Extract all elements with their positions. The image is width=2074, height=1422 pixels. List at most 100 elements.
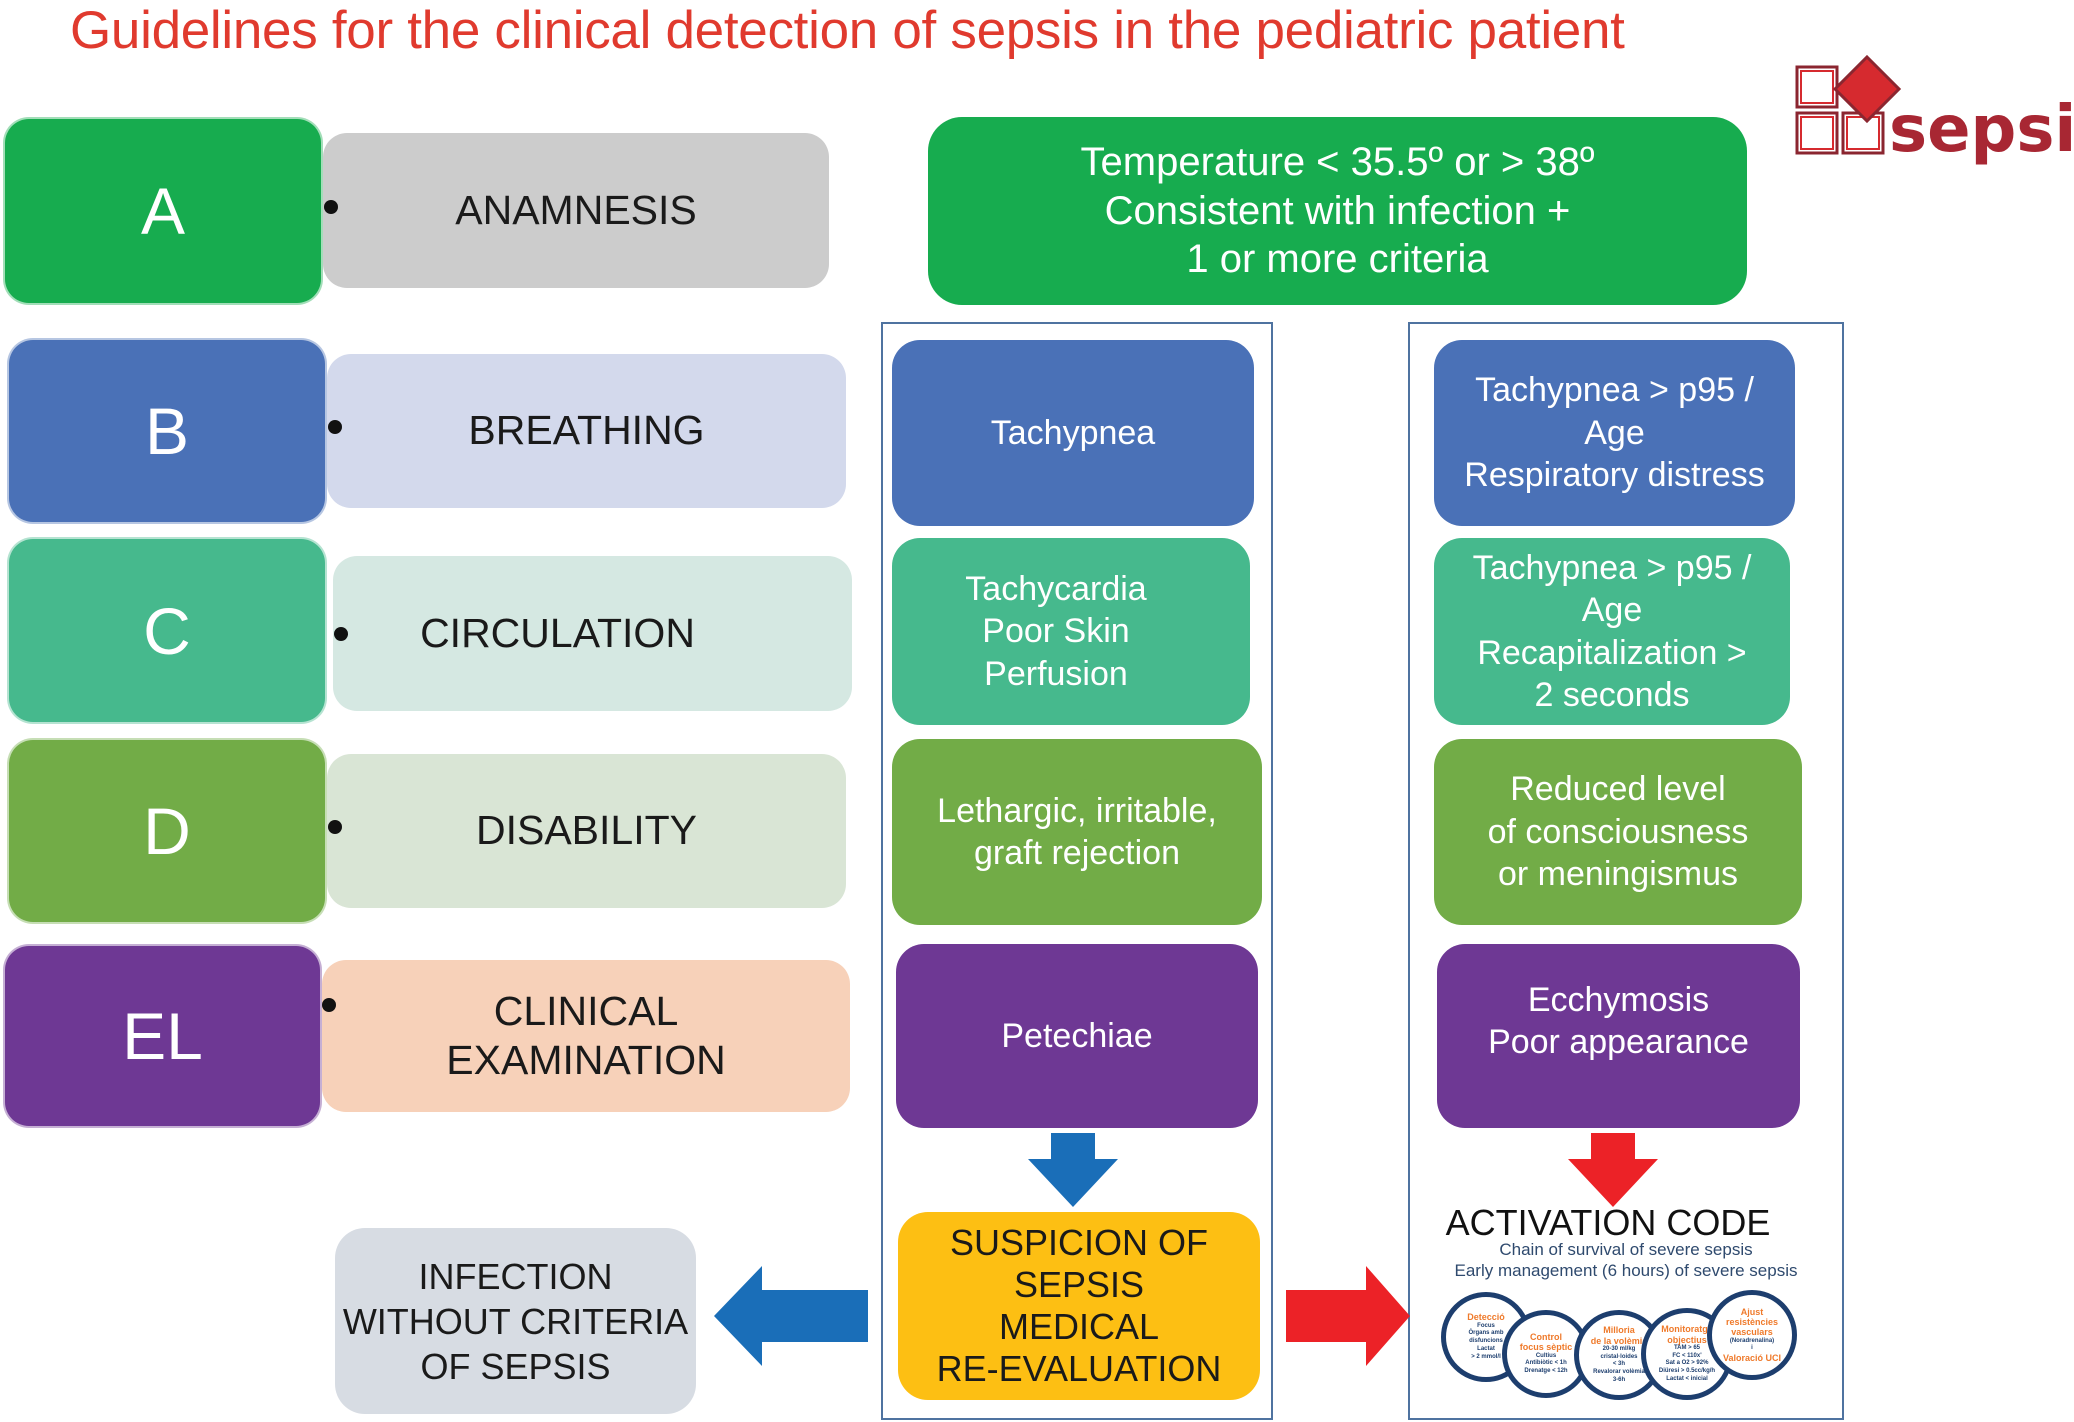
text-line: > 2 mmol/l xyxy=(1471,1353,1501,1360)
text-line: Control xyxy=(1529,1331,1562,1342)
text-lines: (Noradrenalina)i xyxy=(1730,1338,1774,1354)
text-line: Monitoratge xyxy=(1661,1324,1713,1335)
text-line: Revalorar volèmia xyxy=(1593,1369,1645,1376)
text-line: objectius xyxy=(1667,1334,1707,1345)
letter-d: D xyxy=(143,794,191,868)
suspicion-card-examination: Petechiae xyxy=(896,944,1258,1128)
text-line: Lactat < inicial xyxy=(1666,1376,1708,1383)
text-line: FC < 110x' xyxy=(1672,1352,1702,1359)
suspicion-card-disability: Lethargic, irritable, graft rejection xyxy=(892,739,1262,925)
bullet-icon xyxy=(324,200,338,214)
letter-box-el: EL xyxy=(3,944,322,1128)
circle-tail-text: Valoració UCI xyxy=(1722,1353,1782,1364)
text-line: Detecció xyxy=(1467,1312,1505,1323)
letter-a: A xyxy=(140,174,186,248)
text-line: Drenatge < 12h xyxy=(1524,1368,1568,1375)
anamnesis-label-box: ANAMNESIS xyxy=(323,133,829,288)
text-line: Òrgans amb xyxy=(1468,1330,1504,1337)
temperature-line3: 1 or more criteria xyxy=(1186,237,1489,282)
arrow-down-blue-icon xyxy=(1028,1133,1118,1207)
bullet-icon xyxy=(322,998,336,1012)
text-lines: Petechiae xyxy=(1001,1015,1152,1058)
circulation-label-box: CIRCULATION xyxy=(333,556,852,711)
text-line: Tachypnea xyxy=(990,413,1156,452)
letter-box-d: D xyxy=(7,738,327,924)
text-line: Reduced level xyxy=(1510,770,1726,809)
letter-box-c: C xyxy=(7,537,327,724)
bullet-icon xyxy=(328,420,342,434)
text-line: Diüresi > 0.5cc/kg/h xyxy=(1658,1368,1716,1375)
text-line: Perfusion xyxy=(984,654,1128,693)
text-line: de la volèmia xyxy=(1590,1335,1648,1346)
letter-c: C xyxy=(143,593,191,668)
text-line: Age xyxy=(1581,591,1643,629)
text-lines: Detecció xyxy=(1467,1312,1505,1322)
disability-label-box: DISABILITY xyxy=(327,754,846,908)
breathing-label: BREATHING xyxy=(468,407,705,454)
text-line: Tachycardia xyxy=(965,569,1147,608)
text-line: TAM > 65 xyxy=(1673,1344,1701,1351)
text-line: WITHOUT CRITERIA xyxy=(342,1300,689,1342)
text-line: 3-6h xyxy=(1612,1377,1626,1384)
temperature-line1: Temperature < 35.5º or > 38º xyxy=(1080,139,1595,184)
clinical-label-line2: EXAMINATION xyxy=(446,1037,726,1083)
text-line: Focus xyxy=(1477,1322,1495,1329)
bullet-icon xyxy=(328,820,342,834)
letter-box-b: B xyxy=(7,338,327,524)
text-line: or meningismus xyxy=(1498,855,1738,894)
arrow-left-blue-icon xyxy=(714,1266,868,1366)
circulation-label: CIRCULATION xyxy=(420,609,695,656)
diagram-title: Guidelines for the clinical detection of… xyxy=(70,1,1625,60)
text-line: Poor appearance xyxy=(1488,1023,1749,1061)
text-line: Cultius xyxy=(1535,1352,1557,1359)
logo-text: sepsis xyxy=(1889,93,2074,167)
disability-label: DISABILITY xyxy=(475,807,697,854)
squares-diamond-logo-icon: sepsis xyxy=(1795,54,2074,167)
temperature-line2: Consistent with infection + xyxy=(1104,188,1571,233)
text-line: i xyxy=(1751,1345,1753,1352)
anamnesis-label: ANAMNESIS xyxy=(455,186,697,233)
text-line: Antibiòtic < 1h xyxy=(1525,1360,1567,1367)
text-line: 2 seconds xyxy=(1534,676,1690,714)
text-line: Lethargic, irritable, xyxy=(937,791,1217,830)
text-line: Petechiae xyxy=(1001,1016,1153,1055)
text-line: Age xyxy=(1584,413,1645,452)
letter-box-a: A xyxy=(3,117,323,305)
text-lines: Tachypnea xyxy=(991,412,1155,455)
text-line: RE-EVALUATION xyxy=(936,1348,1222,1390)
text-line: Ajust xyxy=(1740,1306,1764,1317)
text-line: INFECTION xyxy=(418,1255,613,1297)
clinical-examination-label-box: CLINICAL EXAMINATION xyxy=(322,960,850,1112)
text-line: OF SEPSIS xyxy=(420,1345,611,1387)
text-line: SEPSIS xyxy=(1013,1263,1145,1305)
suspicion-card-breathing: Tachypnea xyxy=(892,340,1254,526)
text-line: Tachypnea > p95 / xyxy=(1472,548,1752,587)
text-line: < 3h xyxy=(1612,1361,1626,1368)
activation-subtitle-early: Early management (6 hours) of severe sep… xyxy=(1454,1261,1798,1280)
text-line: of consciousness xyxy=(1487,812,1749,851)
temperature-criteria-box: Temperature < 35.5º or > 38º Consistent … xyxy=(928,117,1747,305)
text-line: graft rejection xyxy=(974,834,1180,872)
suspicion-criteria-frame xyxy=(881,322,1273,1420)
text-line: Tachypnea > p95 / xyxy=(1475,371,1754,410)
breathing-label-box: BREATHING xyxy=(327,354,846,508)
